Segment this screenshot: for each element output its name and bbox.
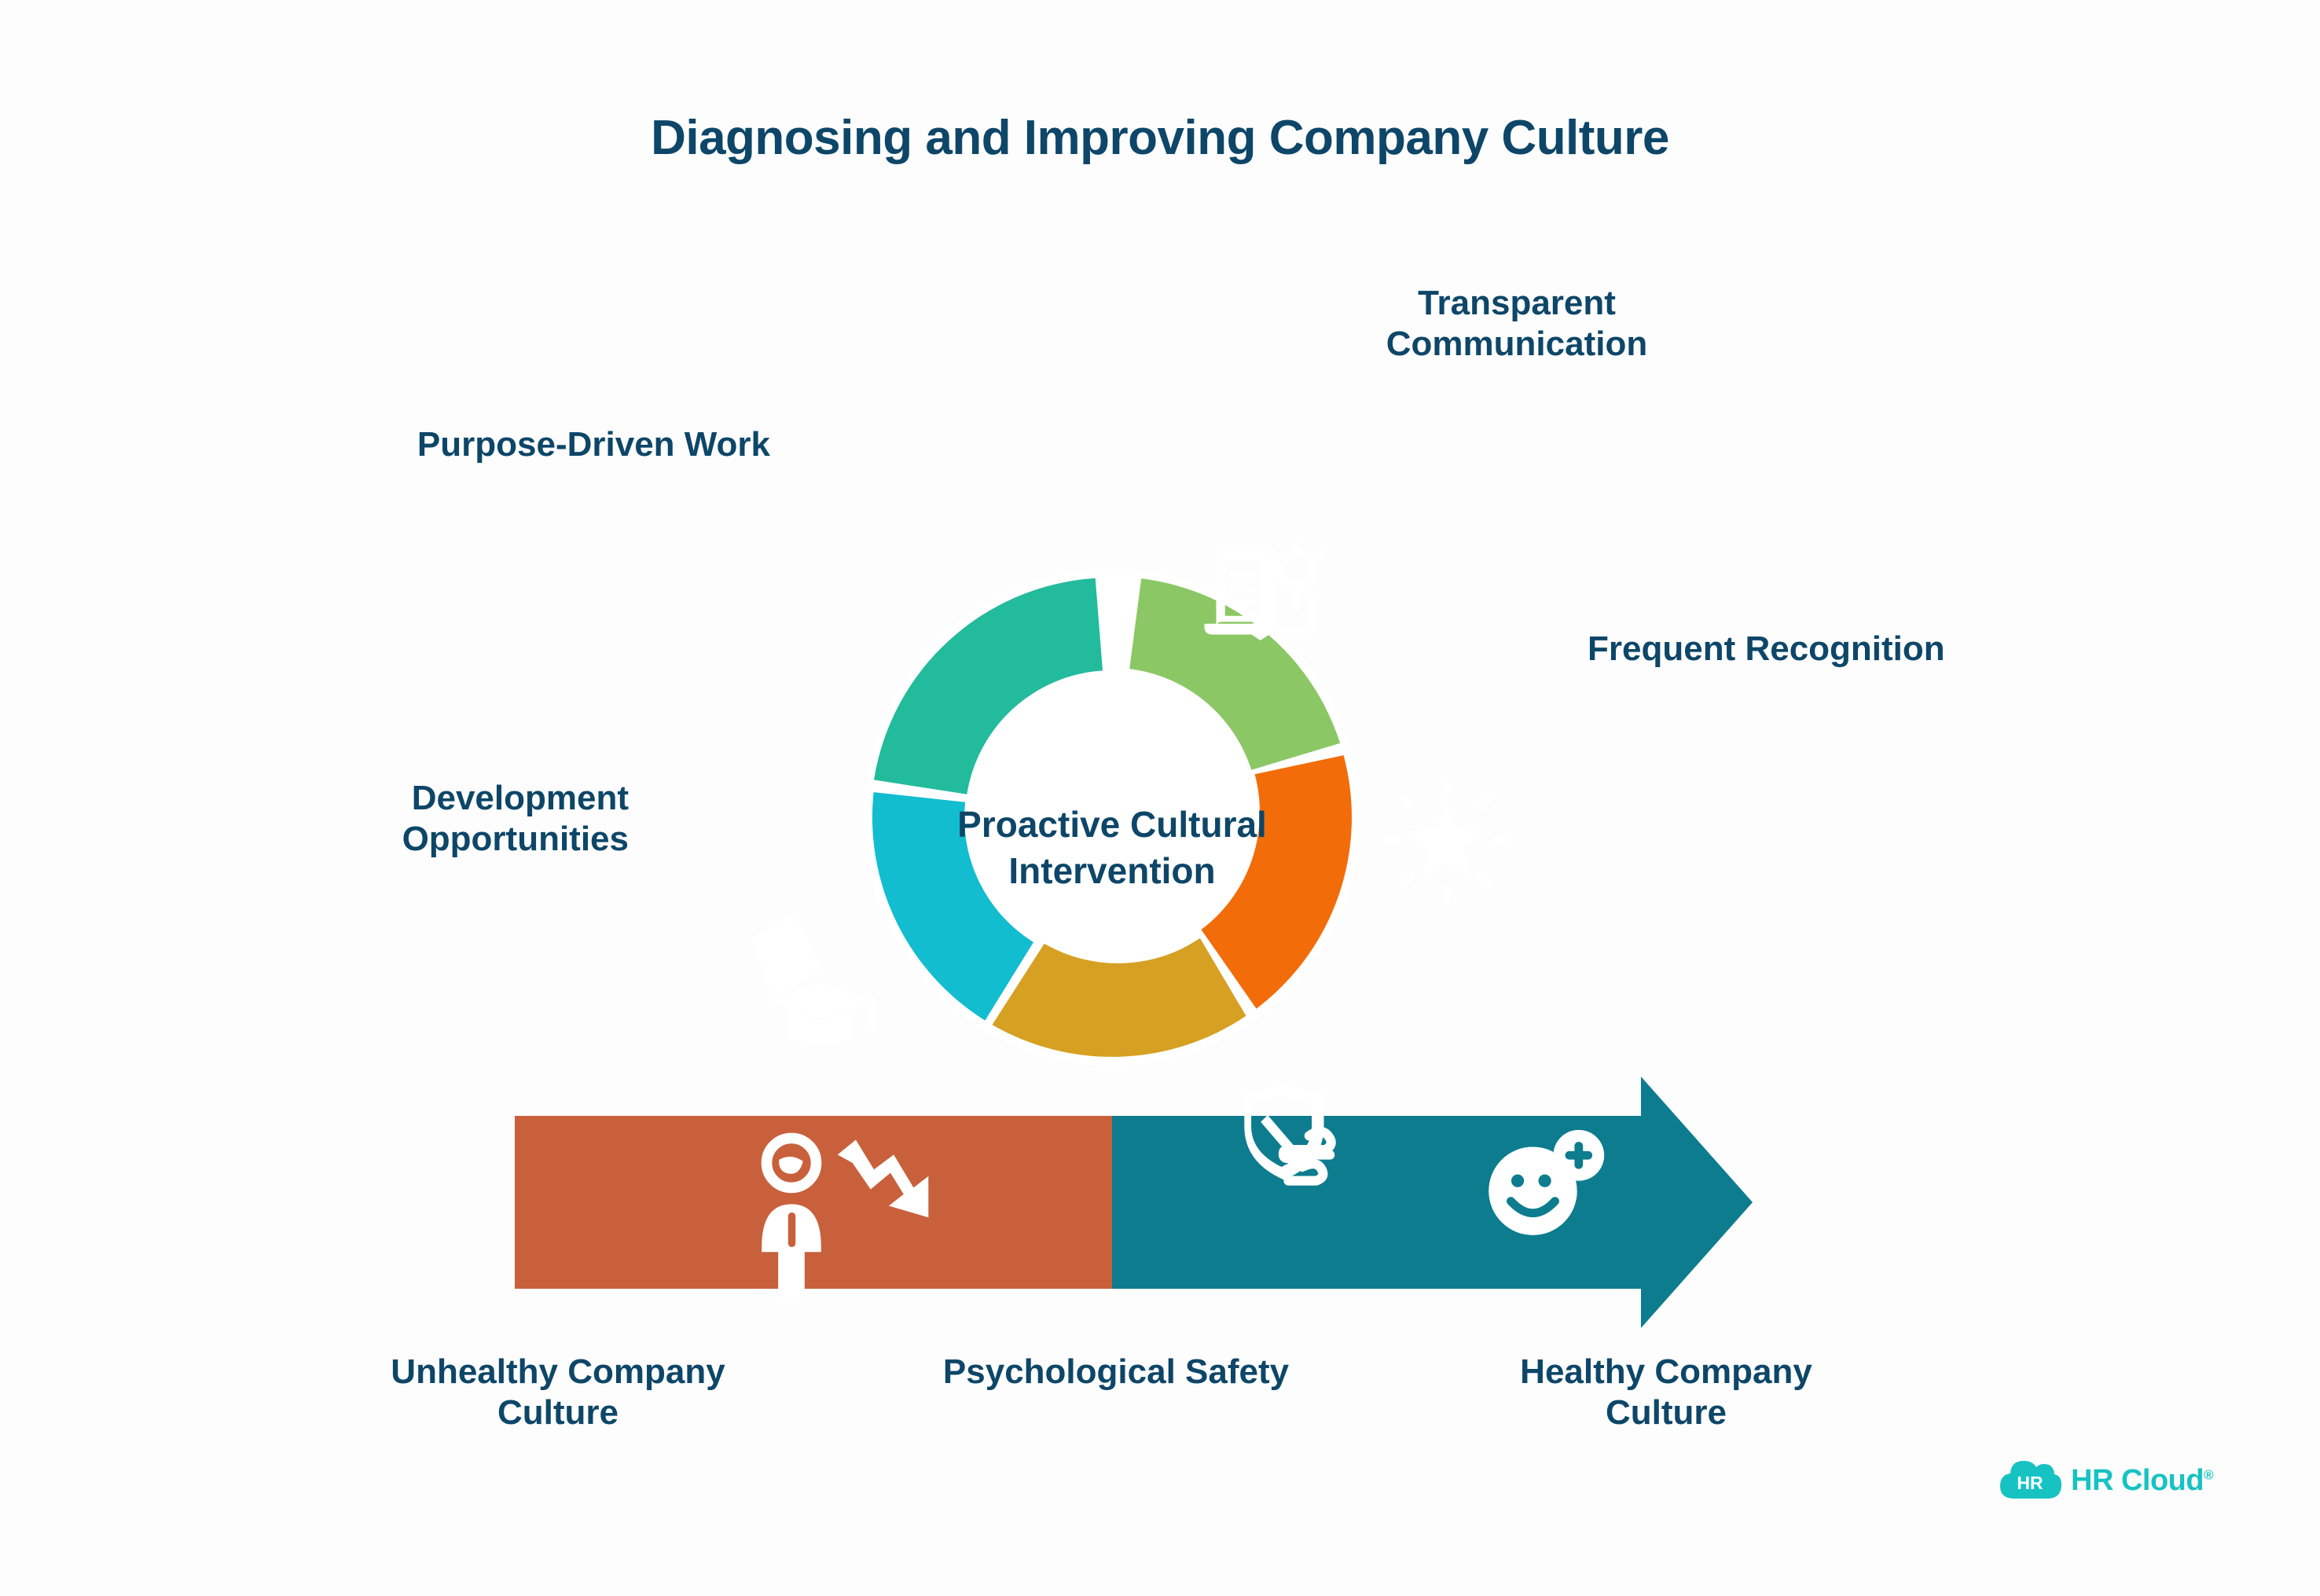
smiley-plus-icon [1489,1129,1605,1235]
label-line-1: Purpose-Driven Work [417,425,770,464]
label-line-2: Culture [497,1392,619,1432]
center-line-2: Intervention [1008,849,1216,891]
donut-segment-development-opportunities[interactable] [872,792,1033,1021]
label-line-1: Development [411,779,629,817]
label-line-1: Psychological Safety [942,1352,1290,1391]
label-unhealthy-company-culture: Unhealthy Company Culture [362,1352,754,1433]
label-line-1: Healthy Company [1520,1352,1812,1391]
label-line-2: Communication [1386,324,1648,363]
donut-segment-transparent-communication[interactable] [1129,578,1341,770]
registered-mark: ® [2204,1466,2214,1482]
label-line-1: Transparent [1418,284,1616,322]
hr-cloud-wordmark: HR Cloud® [2071,1463,2214,1498]
label-line-1: Frequent Recognition [1588,629,1945,668]
books-graduation-cap-icon [751,915,877,1044]
label-transparent-communication: Transparent Communication [1273,283,1760,365]
label-frequent-recognition: Frequent Recognition [1588,629,2138,670]
donut-segment-frequent-recognition[interactable] [1201,755,1352,1009]
healthy-culture-arrow [1112,1077,1753,1328]
donut-segment-psychological-safety[interactable] [992,937,1246,1057]
center-line-1: Proactive Cultural [957,804,1267,845]
cloud-icon-text: HR [2017,1473,2043,1493]
book-lightbulb-icon [1204,540,1326,640]
donut-segment-purpose-driven-work[interactable] [874,578,1103,794]
unhealthy-culture-bar [515,1116,1112,1289]
label-psychological-safety: Psychological Safety [912,1352,1320,1392]
sad-person-declining-arrow-icon [761,1132,929,1299]
cloud-icon: HR [2000,1458,2061,1503]
donut-ring [872,578,1352,1057]
shining-star-icon [1383,778,1509,904]
hr-cloud-logo: HR HR Cloud® [2000,1458,2214,1503]
hr-cloud-wordmark-text: HR Cloud [2071,1463,2204,1497]
label-purpose-driven-work: Purpose-Driven Work [236,424,770,465]
shield-wind-icon [1244,1082,1336,1186]
label-healthy-company-culture: Healthy Company Culture [1470,1352,1863,1433]
page-title: Diagnosing and Improving Company Culture [651,111,1669,165]
label-line-2: Opportunities [402,819,629,858]
label-development-opportunities: Development Opportunities [251,778,629,860]
label-line-2: Culture [1606,1392,1727,1432]
donut-center-text: Proactive Cultural Intervention [908,802,1316,894]
label-line-1: Unhealthy Company [391,1352,725,1391]
